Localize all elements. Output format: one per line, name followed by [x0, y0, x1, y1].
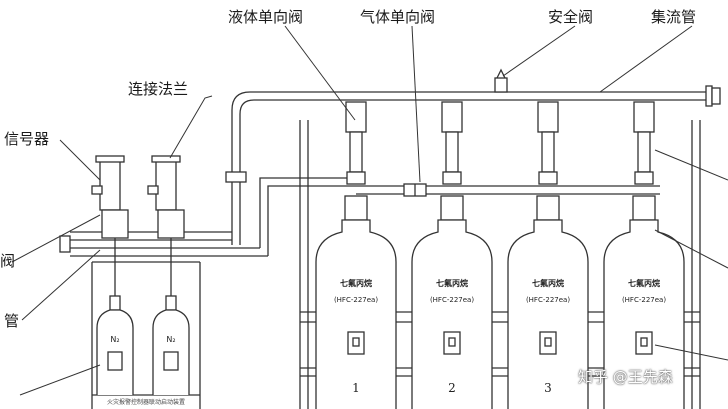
- nitrogen-label: N₂: [110, 335, 119, 344]
- cylinder-number: 3: [544, 381, 552, 395]
- cylinder-model: (HFC-227ea): [430, 296, 474, 304]
- cylinder-body: [603, 219, 685, 409]
- cylinder-valve: [633, 101, 655, 133]
- nitrogen-label: N₂: [166, 335, 175, 344]
- outlet-pipe: [225, 91, 300, 245]
- cylinder-body: [507, 219, 589, 409]
- cylinder-title: 七氟丙烷: [340, 278, 372, 288]
- gas-check-valve: [403, 183, 427, 197]
- safety-valve: [494, 68, 508, 93]
- label-gas-check-valve: 气体单向阀: [360, 8, 436, 26]
- pressure-gauge-icon: [163, 351, 179, 371]
- cylinder-valve: [345, 101, 367, 133]
- nitrogen-cylinder: N₂: [96, 295, 134, 395]
- label-manifold: 集流管: [651, 8, 697, 26]
- cylinder-body: [315, 219, 397, 409]
- cylinder-model: (HFC-227ea): [334, 296, 378, 304]
- cylinder-title: 七氟丙烷: [436, 278, 468, 288]
- pressure-gauge-icon: [107, 351, 123, 371]
- cylinder-valve: [441, 101, 463, 133]
- label-signal-device: 信号器: [4, 130, 50, 148]
- cylinder-body: [411, 219, 493, 409]
- leader-lines: [11, 25, 728, 396]
- watermark: 知乎 @王先森: [578, 368, 673, 386]
- agent-cylinder: 七氟丙烷 (HFC-227ea) 1: [315, 101, 397, 409]
- label-valve-partial: 阀: [0, 252, 16, 270]
- cylinder-number: 1: [352, 381, 360, 395]
- signal-devices: [91, 155, 185, 296]
- label-liquid-check-valve: 液体单向阀: [228, 8, 304, 26]
- nitrogen-cylinder: N₂: [152, 295, 190, 395]
- cylinder-title: 七氟丙烷: [532, 278, 564, 288]
- cylinder-number: 2: [448, 381, 456, 395]
- label-pipe-partial: 管: [4, 312, 20, 330]
- agent-cylinder: 七氟丙烷 (HFC-227ea): [603, 101, 685, 409]
- cylinder-model: (HFC-227ea): [526, 296, 570, 304]
- cylinder-title: 七氟丙烷: [628, 278, 660, 288]
- bottom-caption: 火灾报警控制器联动启动装置: [107, 398, 185, 406]
- cylinder-valve: [537, 101, 559, 133]
- label-safety-valve: 安全阀: [548, 8, 594, 26]
- label-flange: 连接法兰: [128, 80, 189, 98]
- cylinder-model: (HFC-227ea): [622, 296, 666, 304]
- agent-cylinder: 七氟丙烷 (HFC-227ea) 2: [411, 101, 493, 409]
- agent-cylinder: 七氟丙烷 (HFC-227ea) 3: [507, 101, 589, 409]
